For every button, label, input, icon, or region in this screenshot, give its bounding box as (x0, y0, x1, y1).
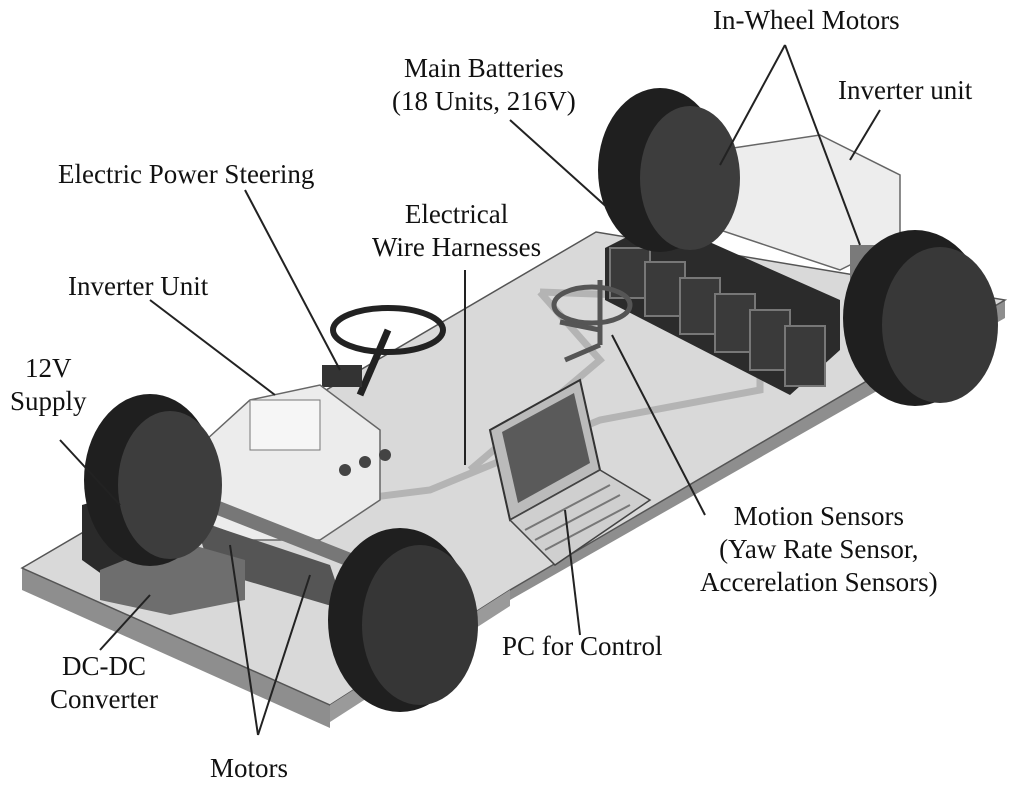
label-inverter-unit-front: Inverter Unit (68, 271, 209, 301)
main-batteries-shape (605, 220, 840, 395)
front-left-tire (84, 394, 222, 566)
steering-wheel-shape (322, 305, 446, 397)
rear-right-tire (843, 230, 998, 406)
label-main-batteries: Main Batteries (18 Units, 216V) (392, 53, 576, 116)
front-right-tire (328, 528, 478, 712)
leader-lines (59, 44, 881, 736)
label-motors: Motors (210, 753, 289, 783)
label-wire-harnesses: Electrical Wire Harnesses (372, 199, 542, 262)
rear-left-tire (598, 88, 740, 252)
label-pc-for-control: PC for Control (502, 631, 663, 661)
label-inverter-unit-rear: Inverter unit (838, 75, 973, 105)
label-12v-supply: 12V Supply (10, 353, 87, 416)
label-in-wheel-motors: In-Wheel Motors (713, 5, 900, 35)
motion-sensor-arrows (551, 280, 633, 363)
label-motion-sensors: Motion Sensors (Yaw Rate Sensor, Accerel… (700, 501, 938, 597)
label-dcdc-converter: DC-DC Converter (50, 651, 158, 714)
laptop-shape (488, 378, 652, 566)
label-electric-power-steering: Electric Power Steering (58, 159, 315, 189)
